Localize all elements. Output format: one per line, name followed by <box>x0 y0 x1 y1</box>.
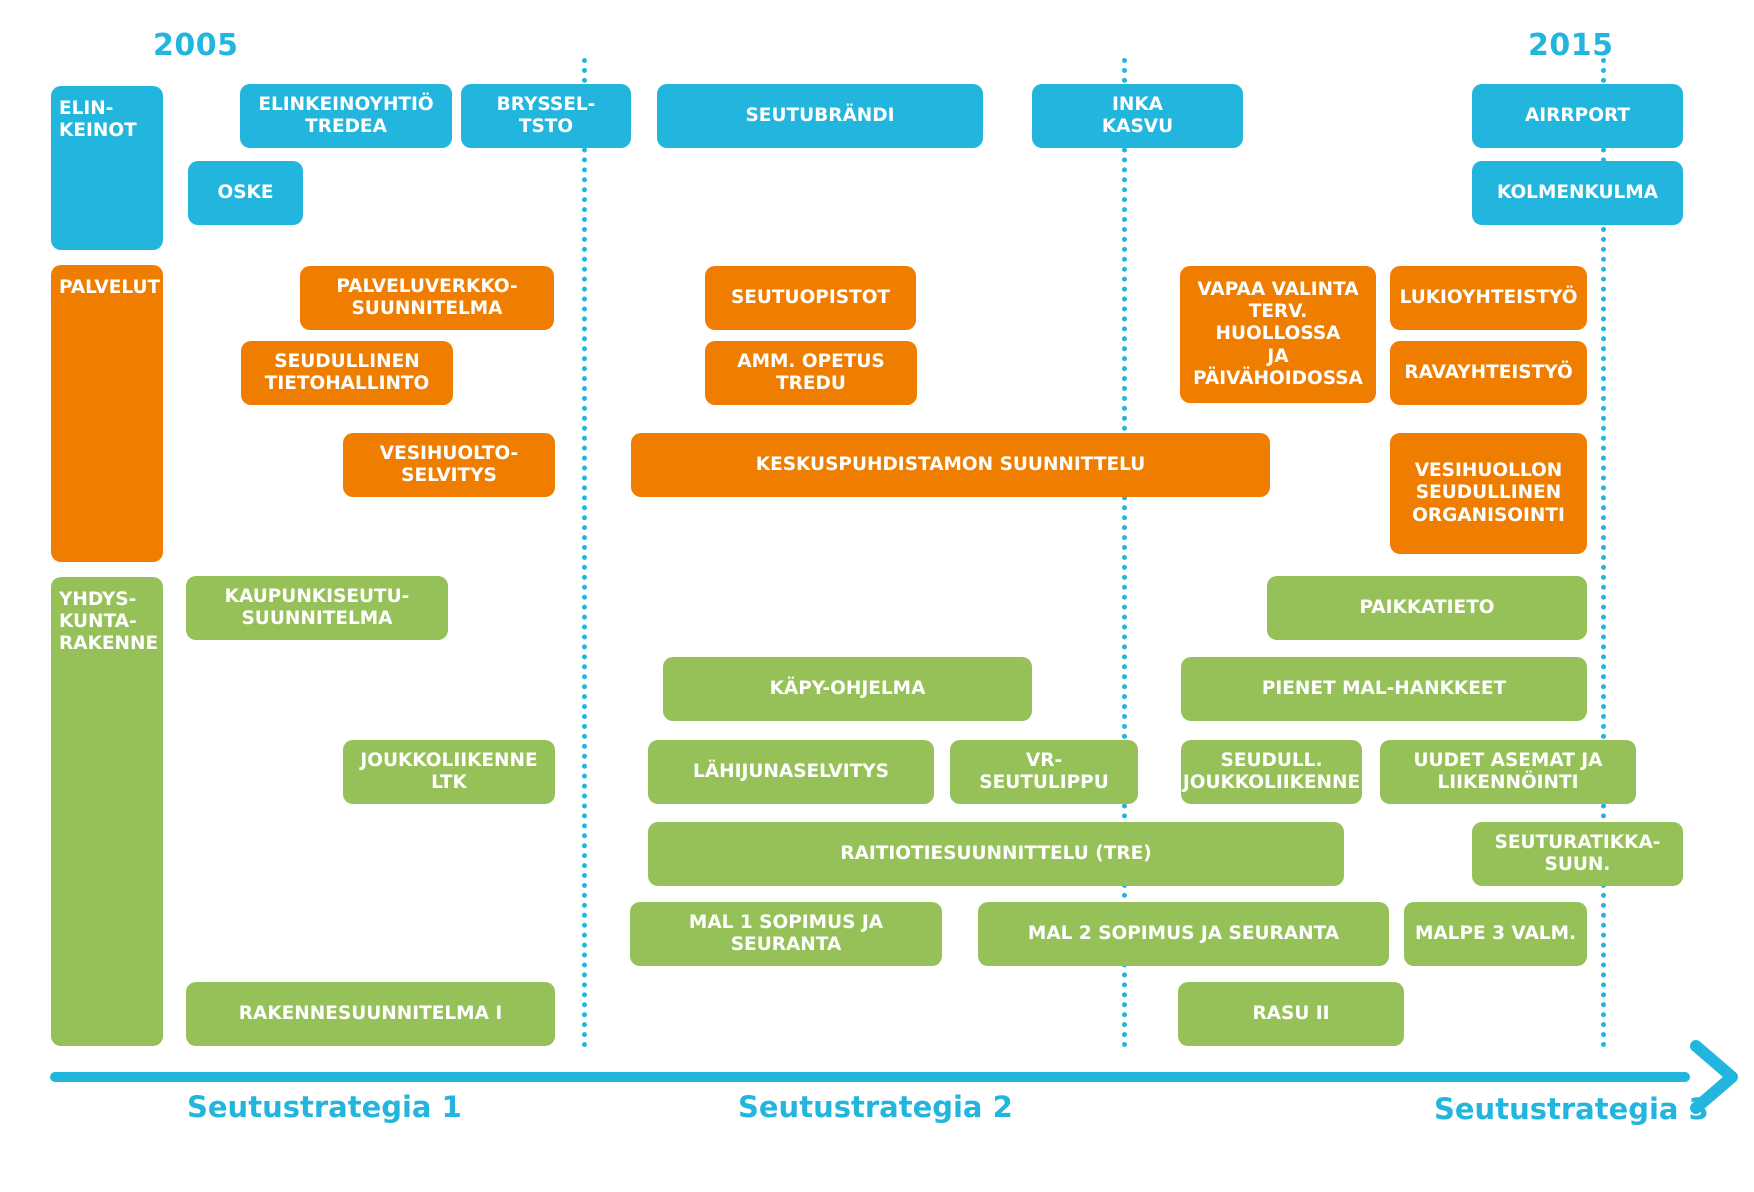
box-amm-opetus-tredu: AMM. OPETUS TREDU <box>705 341 917 405</box>
box-mal2-sopimus: MAL 2 SOPIMUS JA SEURANTA <box>978 902 1389 966</box>
box-lukioyhteistyo: LUKIOYHTEISTYÖ <box>1390 266 1587 330</box>
box-inka-kasvu: INKA KASVU <box>1032 84 1243 148</box>
period-divider-1 <box>582 58 587 1048</box>
box-mal1-sopimus: MAL 1 SOPIMUS JA SEURANTA <box>630 902 942 966</box>
category-elinkeinot: ELIN- KEINOT <box>51 86 163 250</box>
box-lahijunaselvitys: LÄHIJUNASELVITYS <box>648 740 934 804</box>
box-seutubrandi: SEUTUBRÄNDI <box>657 84 983 148</box>
category-yhdyskuntarakenne: YHDYS- KUNTA- RAKENNE <box>51 577 163 1046</box>
box-raitiotiesuunnittelu: RAITIOTIESUUNNITTELU (TRE) <box>648 822 1344 886</box>
box-paikkatieto: PAIKKATIETO <box>1267 576 1587 640</box>
box-airrport: AIRRPORT <box>1472 84 1683 148</box>
box-seutuopistot: SEUTUOPISTOT <box>705 266 916 330</box>
timeline-arrow-head-icon <box>1690 1040 1738 1114</box>
box-palveluverkkosuunnitelma: PALVELUVERKKO- SUUNNITELMA <box>300 266 554 330</box>
box-seudull-joukkoliikenne: SEUDULL. JOUKKOLIIKENNE <box>1181 740 1362 804</box>
box-joukkoliikenne-ltk: JOUKKOLIIKENNE LTK <box>343 740 555 804</box>
box-bryssel-tsto: BRYSSEL- TSTO <box>461 84 631 148</box>
box-malpe3-valm: MALPE 3 VALM. <box>1404 902 1587 966</box>
year-end-label: 2015 <box>1528 28 1614 63</box>
box-rakennesuunnitelma-i: RAKENNESUUNNITELMA I <box>186 982 555 1046</box>
box-seudullinen-tietohallinto: SEUDULLINEN TIETOHALLINTO <box>241 341 453 405</box>
box-kapy-ohjelma: KÄPY-OHJELMA <box>663 657 1032 721</box>
period-divider-3 <box>1601 58 1606 1048</box>
timeline-axis <box>50 1072 1690 1082</box>
box-uudet-asemat: UUDET ASEMAT JA LIIKENNÖINTI <box>1380 740 1636 804</box>
box-kolmenkulma: KOLMENKULMA <box>1472 161 1683 225</box>
strategy-label-3: Seutustrategia 3 <box>1434 1092 1709 1126</box>
box-vr-seutulippu: VR- SEUTULIPPU <box>950 740 1138 804</box>
box-vesihuoltoselvitys: VESIHUOLTO- SELVITYS <box>343 433 555 497</box>
box-kaupunkiseutusuunnitelma: KAUPUNKISEUTU- SUUNNITELMA <box>186 576 448 640</box>
strategy-label-1: Seutustrategia 1 <box>187 1090 462 1124</box>
period-divider-2 <box>1122 58 1127 1048</box>
strategy-label-2: Seutustrategia 2 <box>738 1090 1013 1124</box>
box-keskuspuhdistamon-suunnittelu: KESKUSPUHDISTAMON SUUNNITTELU <box>631 433 1270 497</box>
box-pienet-mal-hankkeet: PIENET MAL-HANKKEET <box>1181 657 1587 721</box>
category-palvelut: PALVELUT <box>51 265 163 562</box>
year-start-label: 2005 <box>153 28 239 63</box>
box-oske: OSKE <box>188 161 303 225</box>
box-rasu-ii: RASU II <box>1178 982 1404 1046</box>
box-vesihuollon-organisointi: VESIHUOLLON SEUDULLINEN ORGANISOINTI <box>1390 433 1587 554</box>
box-elinkeinoyhtio-tredea: ELINKEINOYHTIÖ TREDEA <box>240 84 452 148</box>
box-seuturatikka: SEUTURATIKKA- SUUN. <box>1472 822 1683 886</box>
box-vapaa-valinta: VAPAA VALINTA TERV. HUOLLOSSA JA PÄIVÄHO… <box>1180 266 1376 403</box>
box-ravayhteistyo: RAVAYHTEISTYÖ <box>1390 341 1587 405</box>
